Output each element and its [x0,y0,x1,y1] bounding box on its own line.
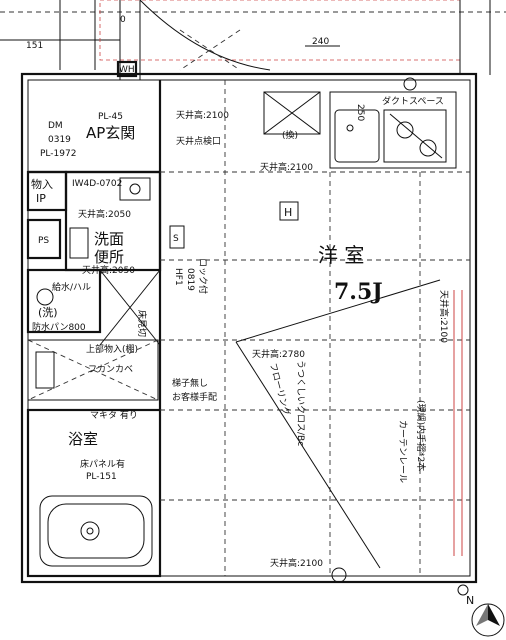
upper-storage: 上部物入(棚) [86,343,138,355]
ladder-line1: 梯子無し [172,377,208,389]
entrance: PL-45 AP玄関 DM 0319 PL-1972 [28,80,162,174]
door-code: IW4D-0702 [72,179,122,189]
dim-250: 250 [355,104,365,121]
washer-line1: 給水/ハル [52,281,91,293]
ceiling-inspection: 天井高:2100 天井点検口 (換) [176,91,321,147]
storage-line2: IP [36,192,46,205]
bath-panel: 床パネル有 [80,458,125,470]
curtain: カーテンレール [397,420,408,483]
hfl-line1: HF1 [173,268,183,286]
hfl-line3: ロック付 [197,258,208,294]
hall: 床見切 上部物入(棚) フカンカベ マキタ 有り S HF1 0819 ロック付 [27,172,208,421]
s-mark: S [173,234,179,244]
bath-pl: PL-151 [86,472,117,482]
ceiling-2050b: 天井高:2050 [82,264,135,276]
ladder-line2: お客様手配 [172,391,217,403]
dim-tick: 0 [120,15,126,25]
compass-n: N [466,594,474,607]
entrance-pl-code: PL-1972 [40,149,76,159]
h-mark: H [284,206,292,219]
washroom-name2: 便所 [94,248,124,266]
washer-line3: 防水パン800 [32,321,86,333]
compass: N [466,594,505,637]
top-area: 0 240 151 [0,0,506,80]
vent-label: (換) [282,129,298,141]
duct-space: ダクトスペース [382,95,444,107]
washroom-ceiling: 天井高:2050 [78,208,131,220]
room-name: 洋 室 [318,243,364,267]
dim-151: 151 [26,41,43,51]
ceiling-right: 天井高:2100 [438,290,450,343]
entrance-dm-num: 0319 [48,135,71,145]
entrance-name: AP玄関 [86,124,135,142]
floor-switch: 床見切 [136,310,148,337]
storage-area: 物入 IP PS [26,170,68,260]
entrance-pl: PL-45 [98,112,123,122]
ceiling-bottom: 天井高:2100 [270,557,323,569]
washer-area: 給水/ハル (洗) 防水パン800 [26,268,102,334]
kitchen: 250 ダクトスペース 天井高:2100 [260,77,457,173]
bathroom: 浴室 床パネル有 PL-151 [26,408,162,578]
entrance-dm: DM [48,121,63,131]
hfl-line2: 0819 [185,268,195,291]
main-room: H 洋 室 7.5J 天井高:2780 梯子無し お客様手配 フローリング うつ… [160,80,470,596]
fukakaba: フカンカベ [88,364,133,375]
ps-label: PS [38,236,49,246]
wh-label: WH [119,65,135,75]
ceiling-2780: 天井高:2780 [252,348,305,360]
flooring: フローリング [267,362,293,417]
bath-name: 浴室 [68,430,98,448]
room-size: 7.5J [334,279,383,305]
ceiling-2100-kitchen: 天井高:2100 [260,161,313,173]
storage-line1: 物入 [31,177,53,191]
washroom: IW4D-0702 天井高:2050 洗面 便所 天井高:2050 [64,170,162,276]
washroom-name1: 洗面 [94,230,124,248]
handrail: (現調)内手摺*2本 [415,400,427,471]
loft-note: うつくしいクロス/Bc [295,360,306,446]
ceiling-2100-top: 天井高:2100 [176,109,229,121]
washer-line2: (洗) [38,306,58,319]
makita: マキタ 有り [90,409,138,421]
dim-240: 240 [312,37,329,47]
ceiling-inspection-label: 天井点検口 [176,135,221,147]
